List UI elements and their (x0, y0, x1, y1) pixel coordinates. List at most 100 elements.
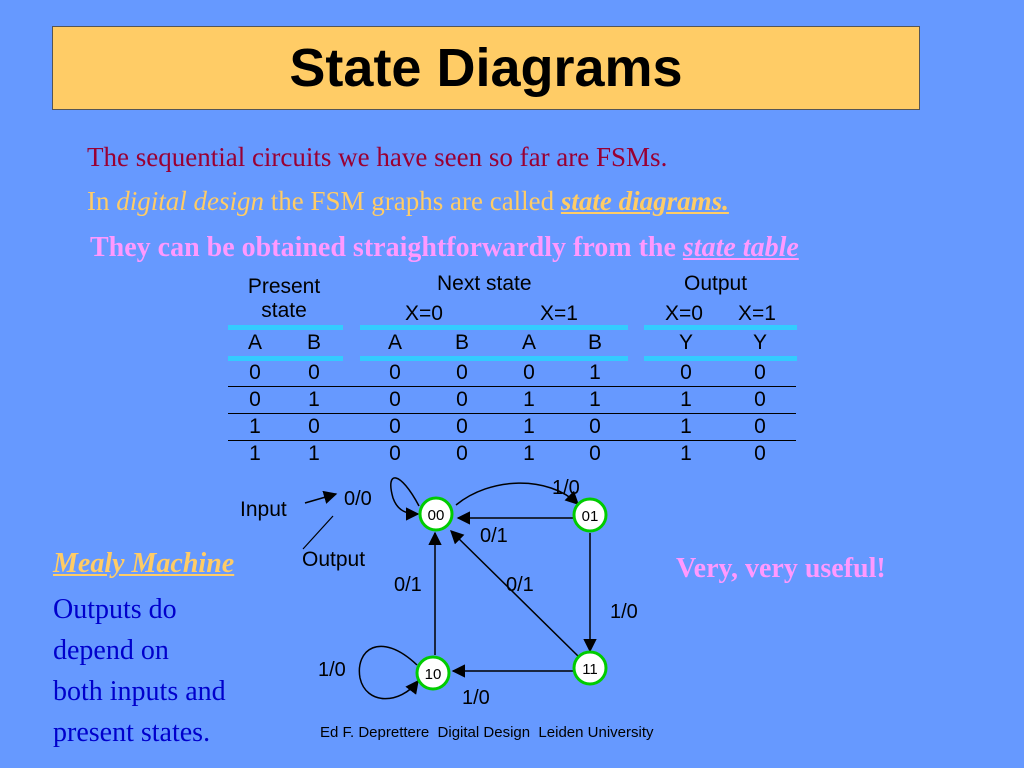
slide-title: State Diagrams (289, 38, 683, 98)
present-bar-top (228, 325, 343, 330)
out-x1-header: X=1 (738, 302, 776, 325)
table-cell: 0 (523, 361, 535, 384)
useful-note: Very, very useful! (676, 553, 886, 584)
mealy-line-1: Outputs do (53, 594, 177, 625)
table-cell: 0 (308, 361, 320, 384)
out-x0-header: X=0 (665, 302, 703, 325)
label-self-00: 0/0 (344, 488, 372, 510)
table-cell: 1 (523, 442, 535, 465)
present-state-header: Present state (228, 275, 340, 323)
mealy-line-3: both inputs and (53, 676, 226, 707)
col-A: A (247, 331, 262, 354)
table-cell: 1 (680, 442, 692, 465)
table-cell: 1 (523, 415, 535, 438)
table-cell: 1 (589, 388, 601, 411)
table-cell: 0 (589, 442, 601, 465)
table-cell: 0 (456, 415, 468, 438)
table-cell: 1 (249, 442, 261, 465)
table-cell: 1 (308, 442, 320, 465)
label-edge-11-10: 1/0 (462, 687, 490, 709)
table-cell: 1 (249, 415, 261, 438)
present-state-line-1: Present (247, 275, 321, 298)
next-x1-header: X=1 (540, 302, 578, 325)
intro-line-1: The sequential circuits we have seen so … (87, 142, 668, 172)
input-label: Input (240, 498, 287, 521)
table-cell: 1 (308, 388, 320, 411)
table-cell: 0 (754, 442, 766, 465)
table-cell: 0 (456, 388, 468, 411)
label-edge-01-11: 1/0 (610, 601, 638, 623)
col-B: B (306, 331, 321, 354)
table-cell: 0 (389, 361, 401, 384)
output-bar-top (644, 325, 797, 330)
row-rule-3 (228, 440, 796, 441)
label-self-10: 1/0 (318, 659, 346, 681)
col-next1-A: A (521, 331, 536, 354)
output-bar-bottom (644, 356, 797, 361)
col-next0-A: A (387, 331, 402, 354)
label-edge-01-00: 0/1 (480, 525, 508, 547)
table-cell: 0 (456, 361, 468, 384)
state-node-00: 00 (418, 496, 454, 532)
table-cell: 0 (680, 361, 692, 384)
next-bar-bottom (360, 356, 628, 361)
state-node-11: 11 (572, 650, 608, 686)
intro-line-2-mid: the FSM graphs are called (264, 186, 561, 216)
self-loop-00 (390, 477, 420, 521)
table-cell: 0 (754, 361, 766, 384)
output-label: Output (302, 548, 365, 571)
input-arrow (304, 490, 338, 504)
table-cell: 0 (249, 388, 261, 411)
intro-line-2-italic: digital design (116, 186, 264, 216)
table-cell: 0 (456, 442, 468, 465)
row-rule-1 (228, 386, 796, 387)
table-cell: 0 (249, 361, 261, 384)
state-label-00: 00 (428, 507, 445, 524)
state-label-01: 01 (582, 508, 599, 525)
table-cell: 0 (308, 415, 320, 438)
table-cell: 0 (389, 442, 401, 465)
next-x0-header: X=0 (405, 302, 443, 325)
mealy-machine-title[interactable]: Mealy Machine (53, 548, 235, 579)
self-loop-10 (358, 645, 419, 700)
col-next0-B: B (454, 331, 469, 354)
table-cell: 0 (589, 415, 601, 438)
footer: Ed F. Deprettere Digital Design Leiden U… (320, 724, 654, 741)
table-cell: 1 (523, 388, 535, 411)
intro-line-2: In digital design the FSM graphs are cal… (87, 186, 729, 217)
row-rule-2 (228, 413, 796, 414)
intro-line-3: They can be obtained straightforwardly f… (90, 232, 799, 264)
next-state-header: Next state (437, 272, 532, 295)
output-pointer-line (302, 515, 334, 550)
next-bar-top (360, 325, 628, 330)
state-node-10: 10 (415, 655, 451, 691)
col-Y1: Y (752, 331, 767, 354)
table-cell: 1 (589, 361, 601, 384)
label-edge-11-00: 0/1 (506, 574, 534, 596)
table-cell: 0 (389, 415, 401, 438)
edge-00-01 (455, 482, 579, 506)
table-cell: 0 (389, 388, 401, 411)
state-node-01: 01 (572, 497, 608, 533)
col-Y0: Y (678, 331, 693, 354)
mealy-line-2: depend on (53, 635, 169, 666)
label-edge-00-01: 1/0 (552, 477, 580, 499)
table-cell: 0 (754, 388, 766, 411)
title-box: State Diagrams (52, 26, 920, 110)
mealy-line-4: present states. (53, 717, 211, 748)
state-label-10: 10 (425, 666, 442, 683)
intro-line-2-pre: In (87, 186, 117, 216)
table-cell: 0 (754, 415, 766, 438)
state-diagrams-link[interactable]: state diagrams. (560, 186, 729, 216)
intro-line-3-pre: They can be obtained straightforwardly f… (90, 232, 683, 263)
output-header: Output (684, 272, 748, 295)
col-next1-B: B (587, 331, 602, 354)
label-edge-10-00: 0/1 (394, 574, 422, 596)
present-bar-bottom (228, 356, 343, 361)
table-cell: 1 (680, 415, 692, 438)
mealy-description: Outputs do depend on both inputs and pre… (53, 589, 226, 753)
present-state-line-2: state (261, 299, 307, 322)
state-table-link[interactable]: state table (682, 232, 799, 263)
table-cell: 1 (680, 388, 692, 411)
